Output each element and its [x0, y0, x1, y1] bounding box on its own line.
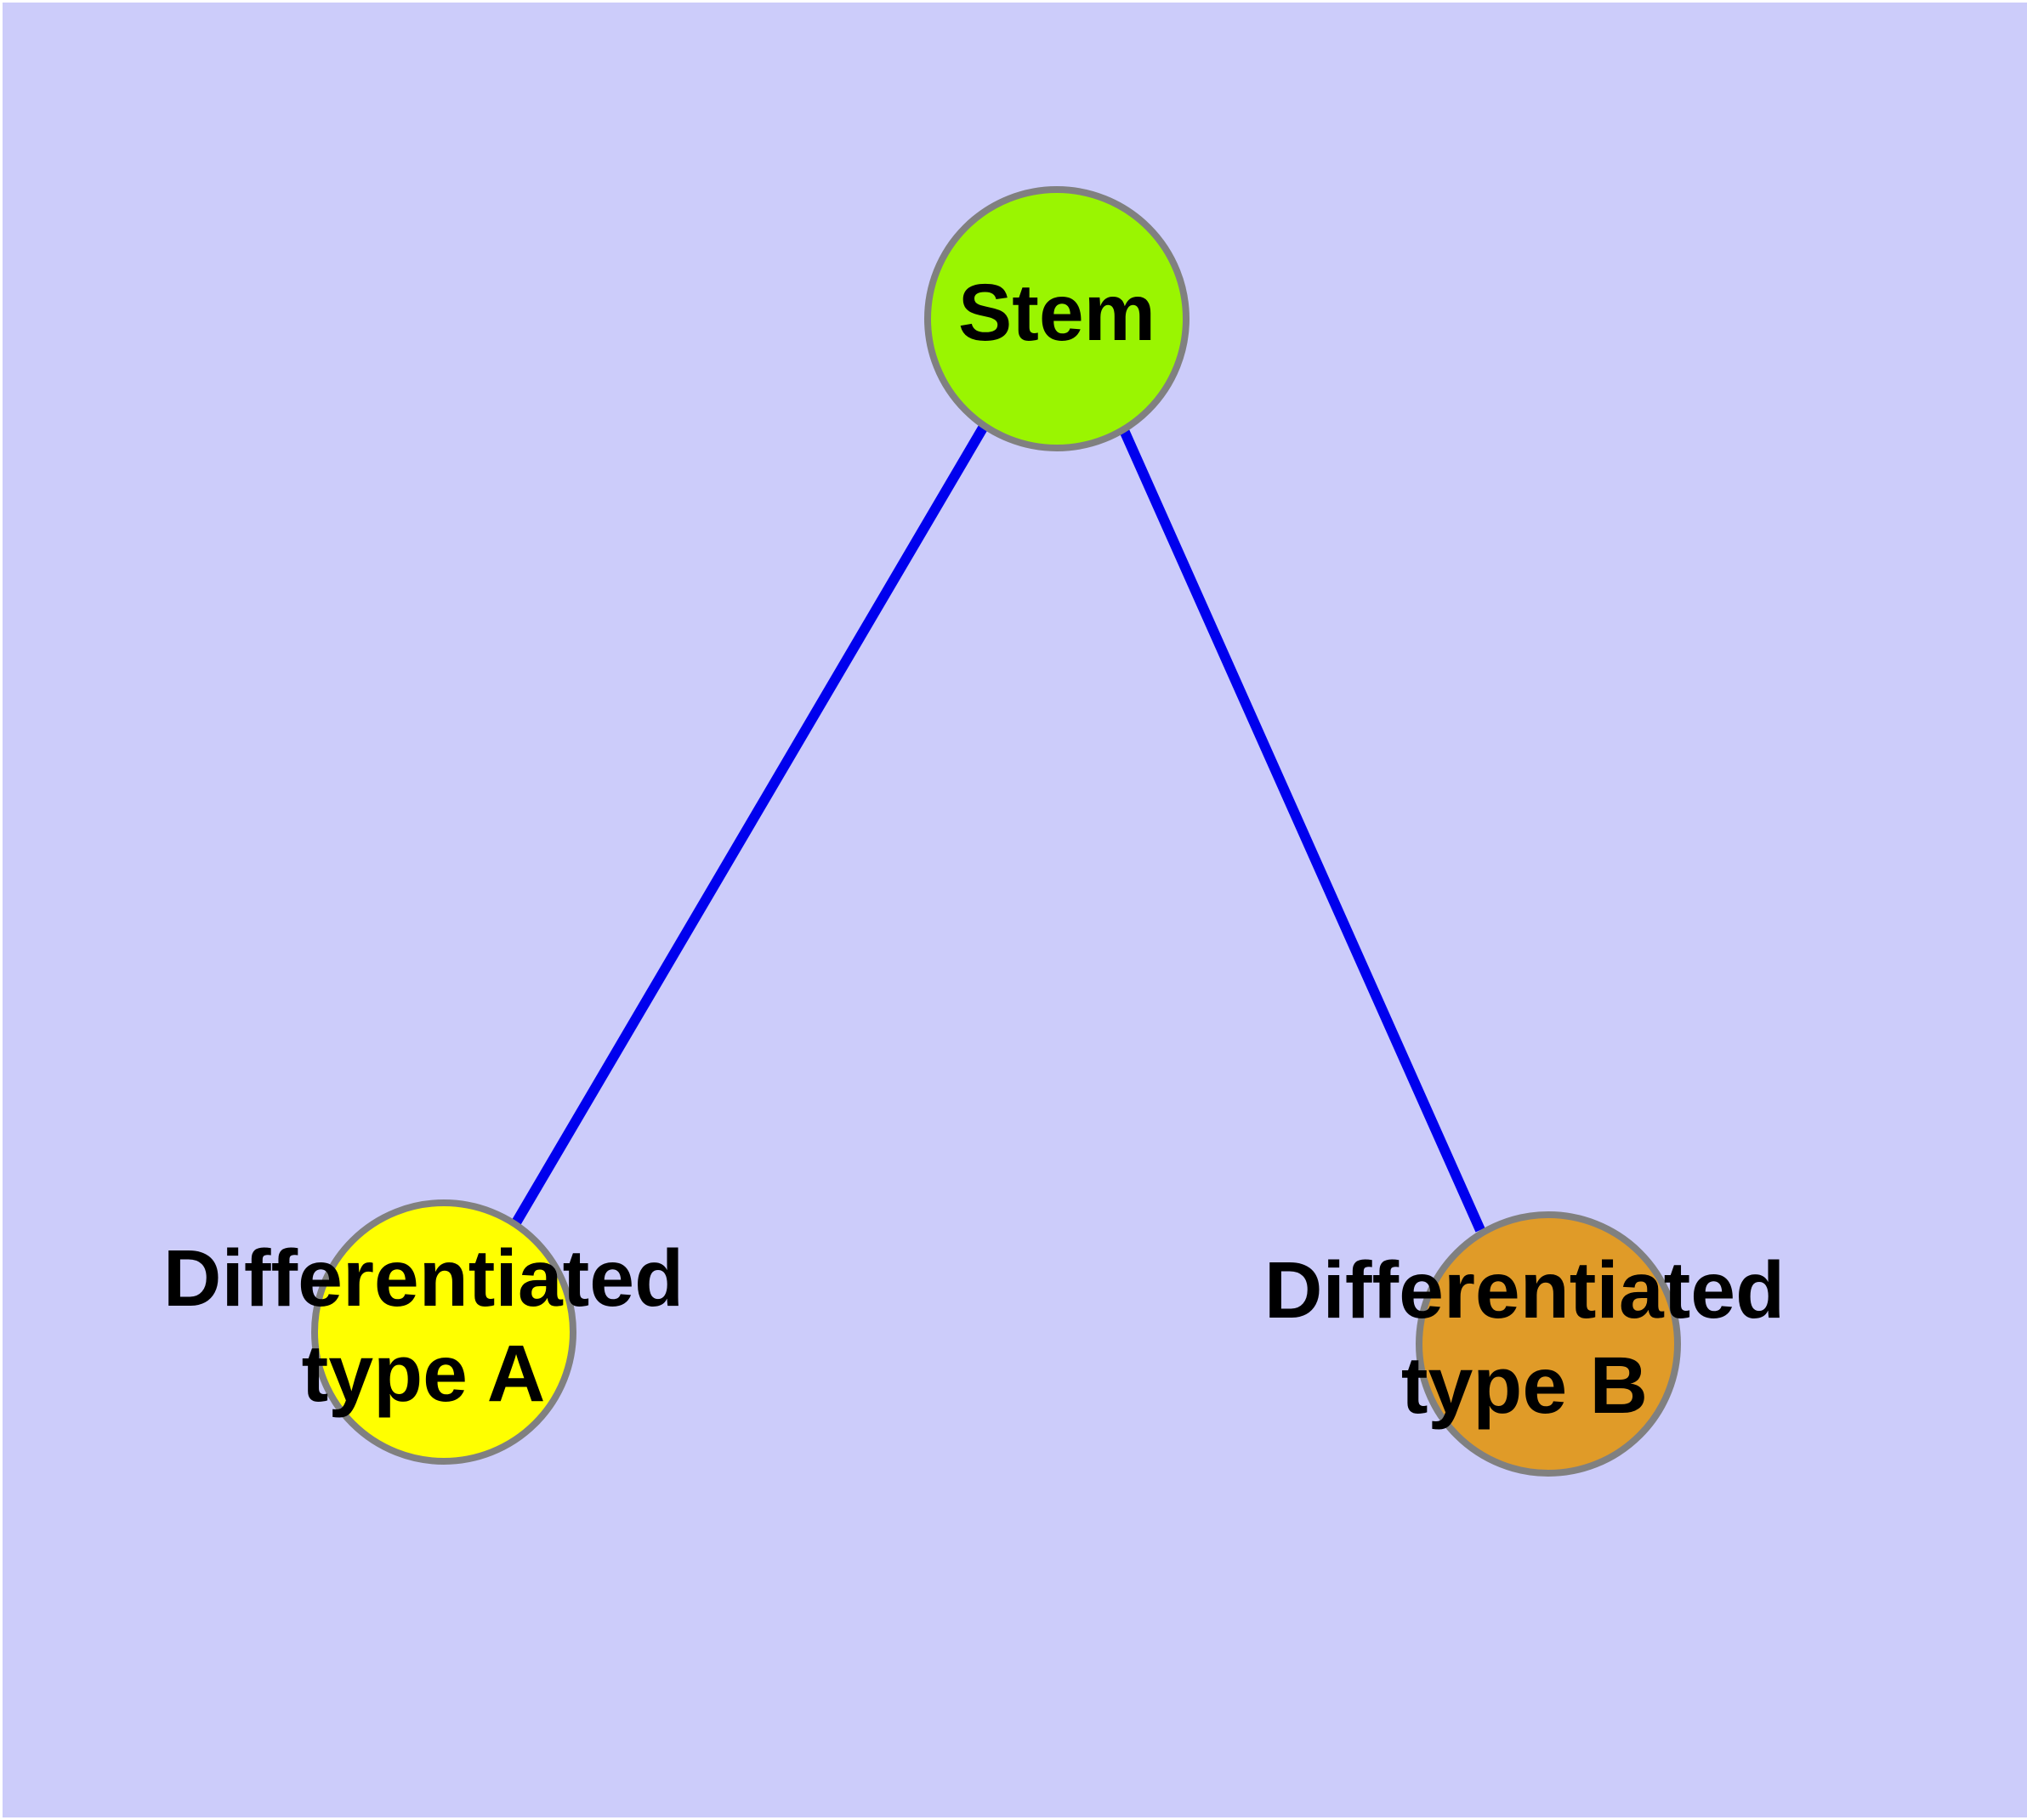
- edge-stem-to-differentiated-type-b[interactable]: [1118, 426, 1485, 1233]
- node-label-line: type B: [1401, 1341, 1648, 1431]
- node-label-line: Stem: [958, 268, 1155, 358]
- node-label-line: type A: [302, 1329, 546, 1419]
- node-differentiated-type-a[interactable]: [311, 1199, 576, 1465]
- node-differentiated-type-a-circle[interactable]: [311, 1199, 576, 1465]
- node-label-stem: Stem: [958, 268, 1155, 358]
- node-differentiated-type-b[interactable]: [1416, 1211, 1681, 1477]
- node-layer: [311, 186, 1681, 1477]
- node-label-line: Differentiated: [163, 1233, 684, 1324]
- edge-stem-to-differentiated-type-a[interactable]: [510, 422, 990, 1228]
- node-label-line: Differentiated: [1264, 1245, 1785, 1335]
- node-differentiated-type-b-circle[interactable]: [1416, 1211, 1681, 1477]
- node-stem-circle[interactable]: [924, 186, 1190, 451]
- node-stem[interactable]: [924, 186, 1190, 451]
- edge-layer: [510, 422, 1485, 1233]
